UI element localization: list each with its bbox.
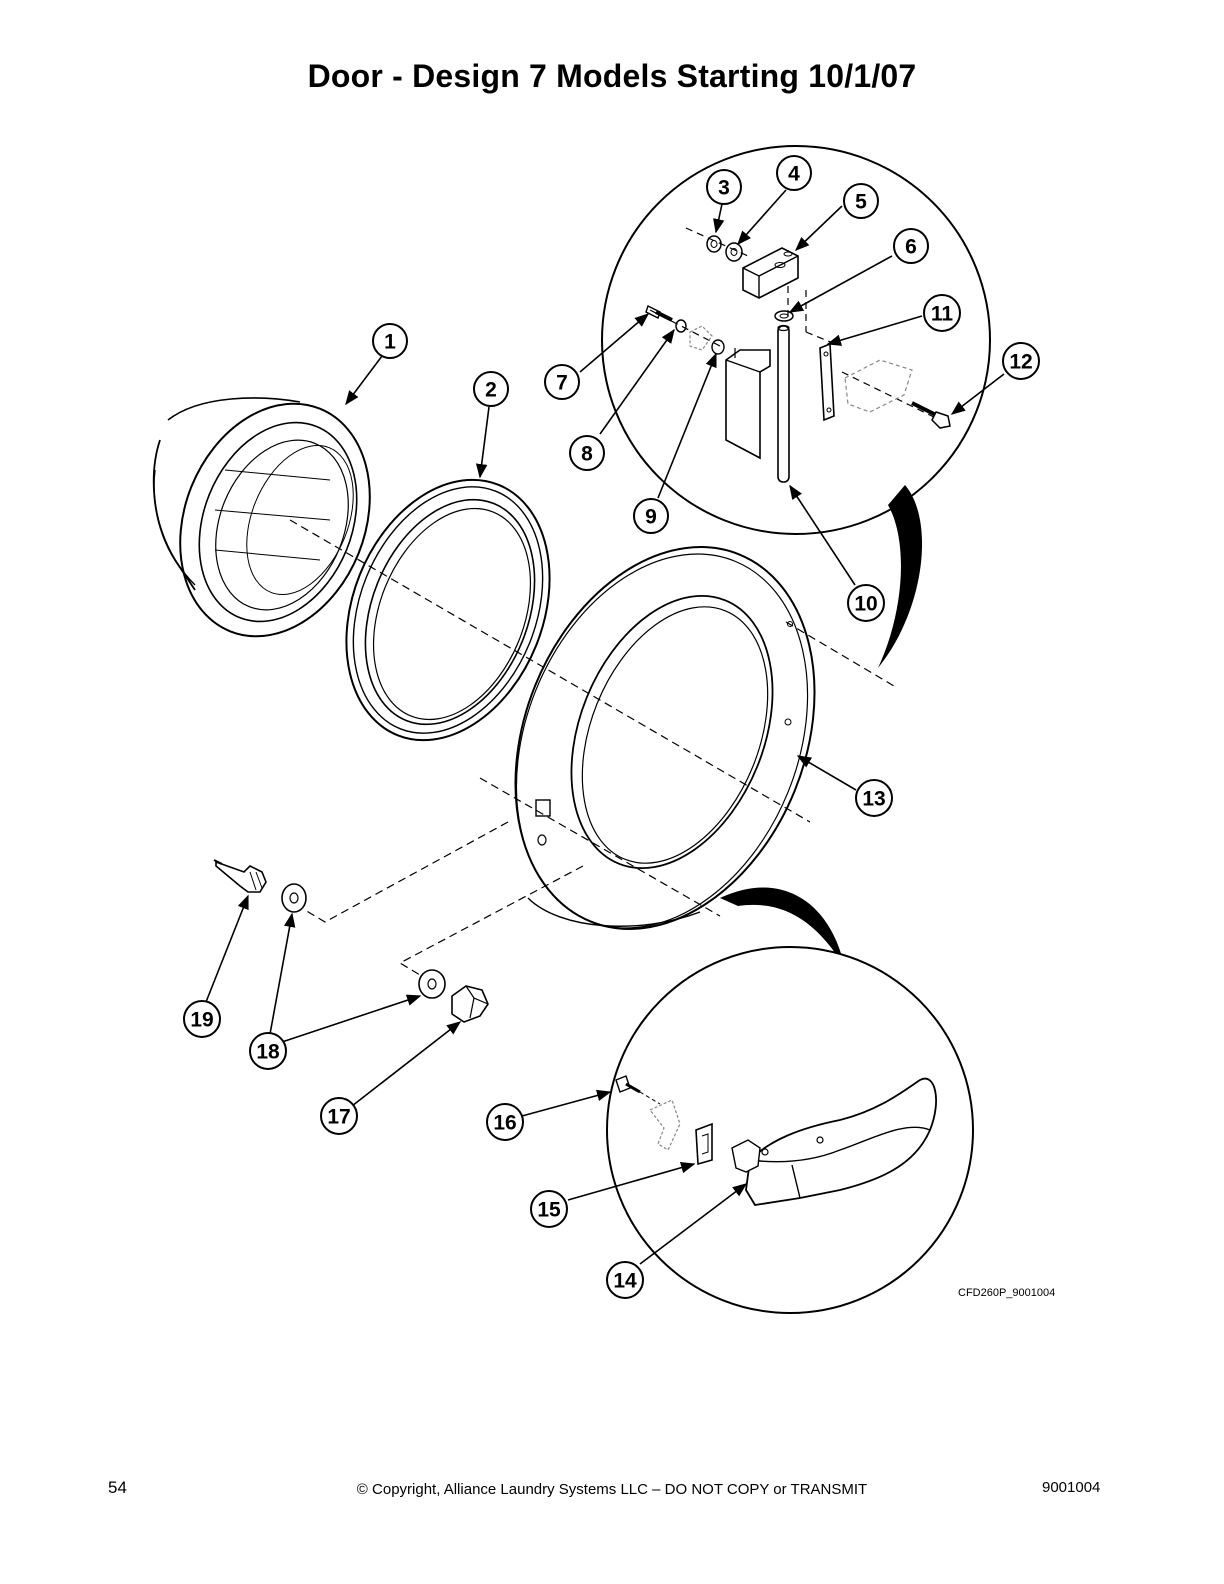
- leader-4: [737, 189, 787, 246]
- leader-11: [826, 315, 923, 346]
- callout-19-label: 19: [190, 1009, 213, 1032]
- leader-9: [657, 352, 717, 499]
- callout-6-label: 6: [905, 236, 917, 259]
- drawing-id: CFD260P_9001004: [958, 1287, 1056, 1299]
- callout-13-label: 13: [862, 788, 885, 811]
- leader-18a: [281, 994, 422, 1043]
- door-glass-ring-part-2: [345, 478, 551, 742]
- callout-14-label: 14: [613, 1270, 637, 1293]
- callout-8: 8: [569, 435, 605, 471]
- callout-8-label: 8: [581, 443, 593, 466]
- callout-bubbles: 1 2 3 4 5 6 7 8 9 10 11 12 13 14 15 16 1…: [183, 155, 1040, 1299]
- leader-10: [789, 484, 856, 586]
- leader-17: [351, 1021, 462, 1107]
- callout-11: 11: [923, 294, 961, 332]
- callout-15-label: 15: [537, 1199, 561, 1222]
- callout-9-label: 9: [645, 506, 657, 529]
- leader-19: [205, 894, 249, 1003]
- leader-14: [639, 1183, 748, 1265]
- callout-18: 18: [249, 1032, 287, 1070]
- callout-16-label: 16: [493, 1112, 516, 1135]
- callout-19: 19: [183, 1000, 221, 1038]
- leader-18b: [269, 912, 296, 1035]
- leader-13: [796, 755, 857, 791]
- callout-9: 9: [633, 498, 669, 534]
- footer-doc-number: 9001004: [1042, 1479, 1101, 1496]
- lower-fasteners: [213, 859, 489, 1023]
- callout-2: 2: [473, 371, 509, 407]
- leader-2: [475, 406, 490, 479]
- leader-3: [713, 203, 725, 234]
- callout-4-label: 4: [788, 163, 800, 186]
- callout-3: 3: [706, 169, 742, 205]
- callout-10: 10: [847, 584, 885, 622]
- callout-14: 14: [606, 1261, 644, 1299]
- footer-page-number: 54: [108, 1478, 127, 1497]
- callout-1-label: 1: [384, 331, 396, 354]
- callout-1: 1: [372, 323, 408, 359]
- leader-5: [794, 205, 843, 251]
- callout-2-label: 2: [485, 379, 497, 402]
- handle-detail-view: [606, 887, 974, 1314]
- hinge-detail-view: [601, 145, 991, 668]
- callout-11-label: 11: [931, 303, 954, 326]
- callout-6: 6: [893, 228, 929, 264]
- callout-16: 16: [486, 1103, 524, 1141]
- callout-15: 15: [530, 1190, 568, 1228]
- callout-7: 7: [544, 364, 580, 400]
- callout-3-label: 3: [718, 177, 730, 200]
- leader-16: [521, 1089, 612, 1117]
- callout-leaders: [205, 189, 1005, 1265]
- callout-5-label: 5: [855, 191, 867, 214]
- leader-12: [950, 373, 1005, 415]
- footer-copyright: © Copyright, Alliance Laundry Systems LL…: [356, 1481, 868, 1498]
- callout-10-label: 10: [854, 593, 877, 616]
- callout-17: 17: [320, 1097, 358, 1135]
- callout-13: 13: [855, 779, 893, 817]
- leader-6: [788, 255, 893, 313]
- callout-17-label: 17: [327, 1106, 350, 1129]
- leader-1: [345, 355, 383, 406]
- assembly-centerlines: [289, 519, 895, 976]
- callout-12-label: 12: [1009, 351, 1032, 374]
- door-boot-part-1: [152, 397, 371, 638]
- callout-12: 12: [1002, 342, 1040, 380]
- callout-5: 5: [843, 183, 879, 219]
- page-title: Door - Design 7 Models Starting 10/1/07: [307, 58, 917, 94]
- leader-15: [567, 1162, 696, 1201]
- callout-7-label: 7: [556, 372, 568, 395]
- leader-8: [599, 328, 675, 435]
- leader-7: [579, 313, 650, 373]
- callout-18-label: 18: [256, 1041, 280, 1064]
- callout-4: 4: [776, 155, 812, 191]
